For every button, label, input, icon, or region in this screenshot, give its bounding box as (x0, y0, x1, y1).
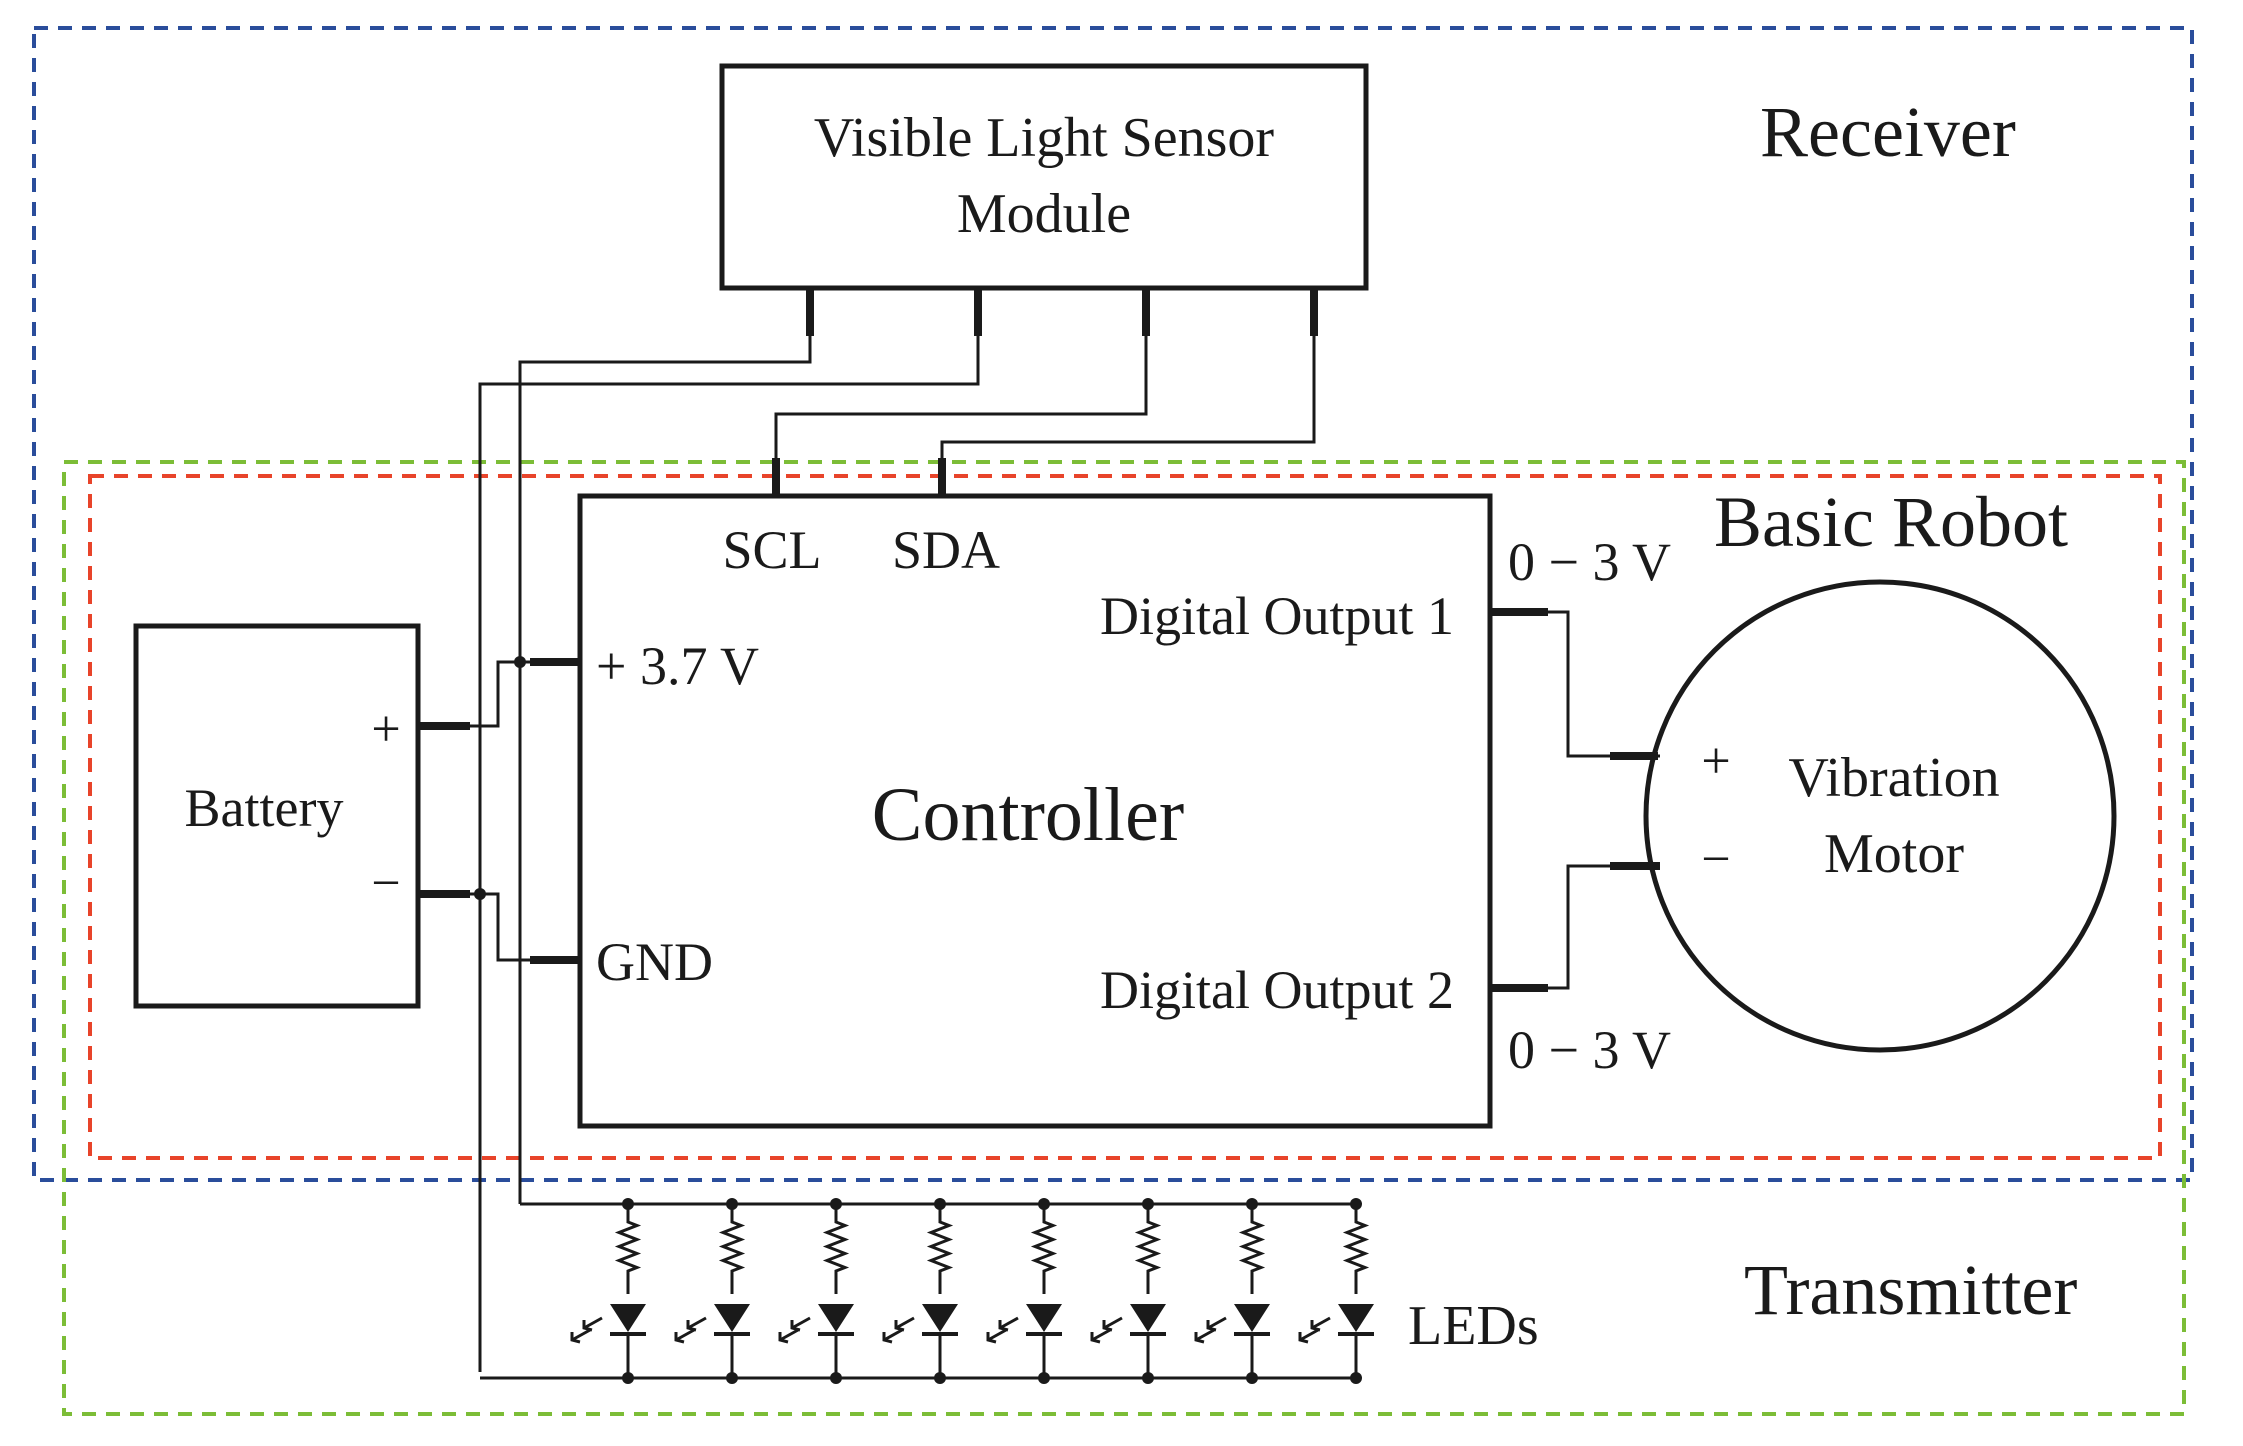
sda-wire (940, 336, 1316, 496)
led-light-ray (895, 1316, 915, 1330)
led-light-ray (1091, 1328, 1111, 1342)
transmitter-region (62, 460, 2186, 1416)
led-light-ray (687, 1316, 707, 1330)
controller-box (577, 493, 1493, 1129)
led-diode (1026, 1304, 1062, 1332)
led-diode (1338, 1304, 1374, 1332)
led-diode (818, 1304, 854, 1332)
sda-label: SDA (892, 520, 1000, 580)
basic-robot-region (88, 474, 2162, 1160)
led-resistor (822, 1204, 850, 1294)
sensor-title-line1: Visible Light Sensor (814, 107, 1275, 169)
motor-plus-wire (1548, 610, 1660, 758)
led-resistor (614, 1204, 642, 1294)
motor-minus-wire (1548, 864, 1660, 990)
led-ray-arrow (882, 1332, 893, 1344)
led-resistor (926, 1204, 954, 1294)
led-ray-arrow (1298, 1332, 1309, 1344)
motor-minus-label: − (1701, 831, 1730, 888)
led-light-ray (583, 1316, 603, 1330)
led-light-ray (999, 1316, 1019, 1330)
led-light-ray (791, 1316, 811, 1330)
led-light-ray (1299, 1328, 1319, 1342)
led-resistor (1134, 1204, 1162, 1294)
led-light-ray (1311, 1316, 1331, 1330)
led-diode (610, 1304, 646, 1332)
led-diode (1234, 1304, 1270, 1332)
receiver-label: Receiver (1760, 92, 2016, 172)
sensor-module-box (719, 63, 1369, 291)
vibration-motor (1643, 579, 2117, 1053)
motor-plus-label: + (1701, 733, 1730, 790)
led-light-ray (987, 1328, 1007, 1342)
junction-gnd (474, 888, 486, 900)
sensor-ground-wire (478, 336, 980, 1372)
vplus-label: + 3.7 V (596, 636, 759, 696)
led-diode (922, 1304, 958, 1332)
transmitter-label: Transmitter (1744, 1250, 2077, 1330)
led-ray-arrow (570, 1332, 581, 1344)
junction-vplus (514, 656, 526, 668)
ground-wire (470, 892, 580, 962)
led-resistor (1342, 1204, 1370, 1294)
scl-label: SCL (722, 520, 821, 580)
voltage-top-label: 0 − 3 V (1508, 532, 1671, 592)
led-resistor (1030, 1204, 1058, 1294)
led-ray-arrow (986, 1332, 997, 1344)
led-resistor (718, 1204, 746, 1294)
led-ray-arrow (1194, 1332, 1205, 1344)
battery-minus-label: − (371, 855, 400, 912)
digital-output-1-label: Digital Output 1 (1100, 586, 1454, 646)
led-resistor (1238, 1204, 1266, 1294)
led-light-ray (1195, 1328, 1215, 1342)
sensor-title-line2: Module (957, 183, 1131, 245)
battery-box (133, 623, 421, 1009)
voltage-bottom-label: 0 − 3 V (1508, 1020, 1671, 1080)
battery-plus-label: + (371, 701, 400, 758)
gnd-label: GND (596, 932, 713, 992)
led-ray-arrow (1090, 1332, 1101, 1344)
led-light-ray (779, 1328, 799, 1342)
led-diode (714, 1304, 750, 1332)
led-light-ray (883, 1328, 903, 1342)
led-light-ray (1103, 1316, 1123, 1330)
basic-robot-label: Basic Robot (1714, 482, 2068, 562)
led-diode (1130, 1304, 1166, 1332)
sensor-power-wire (518, 336, 812, 1204)
power-wire (470, 660, 580, 728)
led-ray-arrow (674, 1332, 685, 1344)
scl-wire (774, 336, 1148, 496)
digital-output-2-label: Digital Output 2 (1100, 960, 1454, 1020)
led-ray-arrow (778, 1332, 789, 1344)
led-array (480, 1198, 1374, 1384)
motor-label-line2: Motor (1824, 823, 1964, 885)
led-light-ray (571, 1328, 591, 1342)
leds-label: LEDs (1408, 1295, 1539, 1357)
battery-label: Battery (185, 778, 344, 838)
controller-label: Controller (872, 773, 1184, 857)
motor-label-line1: Vibration (1788, 747, 1999, 809)
led-light-ray (675, 1328, 695, 1342)
led-light-ray (1207, 1316, 1227, 1330)
